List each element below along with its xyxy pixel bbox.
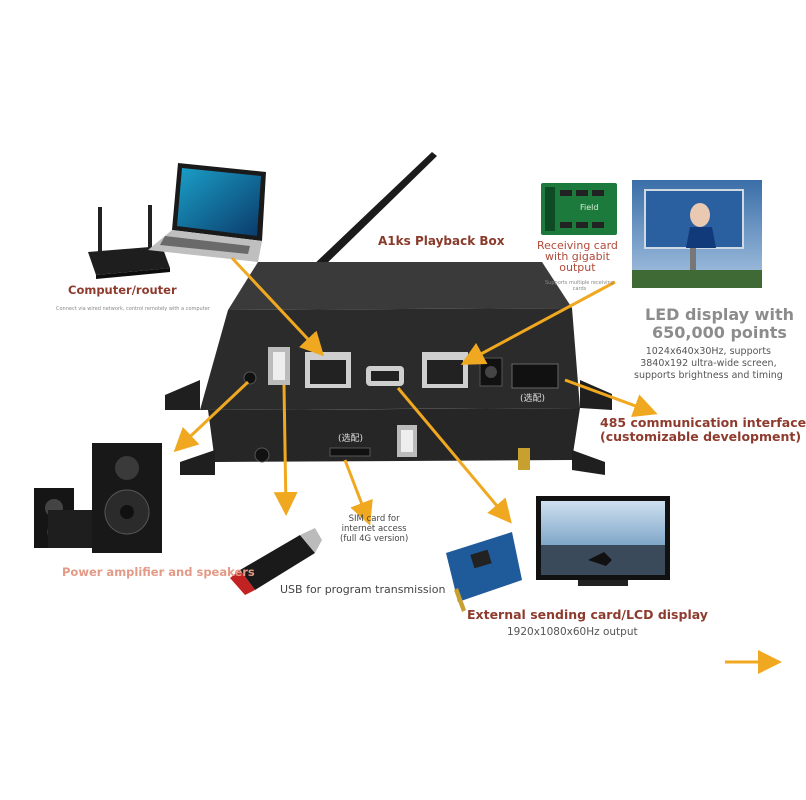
- usb-stick-icon: [230, 528, 322, 595]
- optional-top-label: (选配): [520, 394, 546, 404]
- sending-card-label: External sending card/LCD display: [467, 607, 708, 622]
- laptop-icon: [148, 163, 266, 262]
- rs485-label: 485 communication interface (customizabl…: [600, 415, 806, 444]
- receiving-card-icon: [541, 183, 617, 235]
- router-icon: [88, 205, 170, 279]
- receiving-card-note: Supports multiple receiving cards: [545, 280, 614, 292]
- led-billboard-icon: [632, 180, 762, 288]
- arrow-usb: [273, 384, 298, 516]
- arrow-rs485: [564, 378, 658, 418]
- speakers-icon: [34, 443, 162, 553]
- arrow-sim: [343, 459, 373, 526]
- led-display-specs: 1024x640x30Hz, supports 3840x192 ultra-w…: [634, 346, 783, 381]
- connection-arrows: [173, 256, 782, 674]
- field-text: Field: [580, 203, 598, 212]
- usb-label: USB for program transmission: [280, 583, 446, 596]
- sending-card-spec: 1920x1080x60Hz output: [507, 626, 638, 638]
- arrow-hdmi: [396, 387, 512, 524]
- led-display-label: LED display with 650,000 points: [645, 305, 794, 342]
- product-title: A1ks Playback Box: [378, 234, 505, 248]
- ports-top: [243, 347, 559, 389]
- arrow-speakers: [173, 380, 250, 453]
- arrow-receiving-card: [460, 280, 616, 365]
- optional-bottom-label: (选配): [338, 434, 364, 444]
- antenna-icon: [310, 152, 437, 272]
- computer-router-label: Computer/router: [68, 283, 177, 297]
- playback-box-bottom: [180, 408, 605, 475]
- arrow-computer: [230, 256, 325, 357]
- computer-router-note: Connect via wired network, control remot…: [56, 306, 210, 312]
- receiving-card-label: Receiving card with gigabit output: [537, 239, 618, 274]
- sending-card-icon: [446, 532, 522, 612]
- speakers-label: Power amplifier and speakers: [62, 565, 255, 579]
- sim-card-label: SIM card for internet access (full 4G ve…: [340, 514, 409, 544]
- lcd-monitor-icon: [536, 496, 670, 586]
